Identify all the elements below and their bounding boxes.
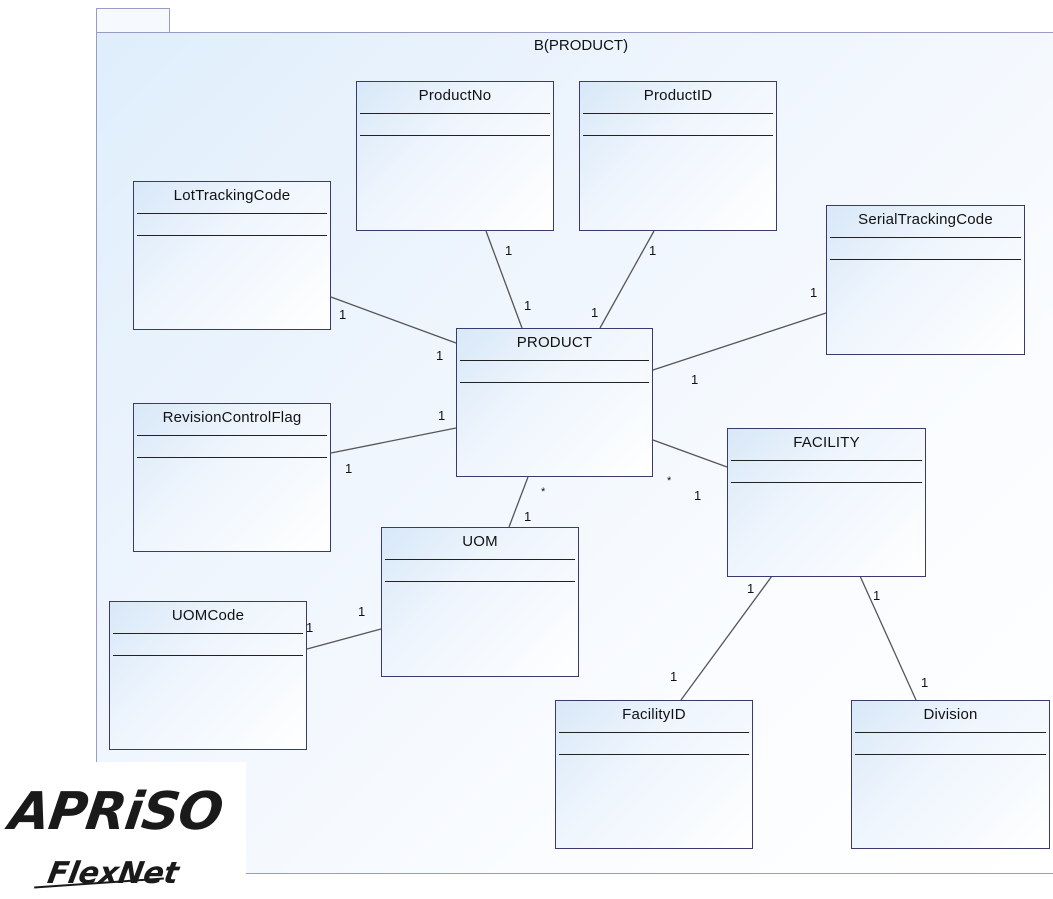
- attribute-divider: [583, 113, 773, 114]
- operation-divider: [559, 754, 749, 755]
- attribute-divider: [830, 237, 1021, 238]
- multiplicity-label: 1: [524, 298, 532, 313]
- operation-divider: [113, 655, 303, 656]
- assoc-productid-product[interactable]: [599, 230, 655, 329]
- attribute-divider: [559, 732, 749, 733]
- class-serialtrackingcode[interactable]: SerialTrackingCode: [826, 205, 1025, 355]
- package-title: B(PRODUCT): [533, 37, 629, 54]
- multiplicity-label: 1: [358, 604, 366, 619]
- assoc-product-facility[interactable]: [652, 439, 728, 468]
- class-name: PRODUCT: [516, 334, 593, 351]
- operation-divider: [460, 382, 649, 383]
- class-name: FacilityID: [622, 706, 686, 723]
- attribute-divider: [137, 435, 327, 436]
- attribute-divider: [460, 360, 649, 361]
- class-uomcode[interactable]: UOMCode: [109, 601, 307, 750]
- class-lottrackingcode[interactable]: LotTrackingCode: [133, 181, 331, 330]
- assoc-revisioncontrolflag-product[interactable]: [330, 427, 457, 454]
- multiplicity-label: 1: [306, 620, 314, 635]
- assoc-facility-facilityid[interactable]: [680, 575, 773, 701]
- class-productno[interactable]: ProductNo: [356, 81, 554, 231]
- class-name: UOM: [462, 533, 498, 550]
- multiplicity-label: 1: [873, 588, 881, 603]
- class-productid[interactable]: ProductID: [579, 81, 777, 231]
- operation-divider: [855, 754, 1046, 755]
- class-uom[interactable]: UOM: [381, 527, 579, 677]
- class-facility[interactable]: FACILITY: [727, 428, 926, 577]
- class-facilityid[interactable]: FacilityID: [555, 700, 753, 849]
- operation-divider: [731, 482, 922, 483]
- multiplicity-label: 1: [694, 488, 702, 503]
- class-name: RevisionControlFlag: [162, 409, 302, 426]
- class-name: LotTrackingCode: [173, 187, 291, 204]
- attribute-divider: [855, 732, 1046, 733]
- multiplicity-label: 1: [436, 348, 444, 363]
- class-name: ProductNo: [418, 87, 492, 104]
- assoc-lottrackingcode-product[interactable]: [330, 296, 457, 344]
- logo-background: [0, 762, 246, 899]
- multiplicity-label: 1: [810, 285, 818, 300]
- operation-divider: [137, 457, 327, 458]
- class-name: ProductID: [643, 87, 713, 104]
- multiplicity-label: 1: [438, 408, 446, 423]
- attribute-divider: [137, 213, 327, 214]
- multiplicity-label: 1: [747, 581, 755, 596]
- class-division[interactable]: Division: [851, 700, 1050, 849]
- multiplicity-label: 1: [505, 243, 513, 258]
- class-name: SerialTrackingCode: [858, 211, 993, 228]
- attribute-divider: [731, 460, 922, 461]
- multiplicity-label: 1: [591, 305, 599, 320]
- assoc-productno-product[interactable]: [485, 230, 523, 329]
- operation-divider: [360, 135, 550, 136]
- multiplicity-label: 1: [649, 243, 657, 258]
- class-product[interactable]: PRODUCT: [456, 328, 653, 477]
- assoc-uom-uomcode[interactable]: [306, 628, 382, 650]
- operation-divider: [137, 235, 327, 236]
- multiplicity-label: 1: [524, 509, 532, 524]
- assoc-product-uom[interactable]: [508, 476, 529, 528]
- multiplicity-label: 1: [921, 675, 929, 690]
- class-name: UOMCode: [171, 607, 245, 624]
- multiplicity-label: 1: [339, 307, 347, 322]
- apriso-logo: APRiSO: [5, 782, 227, 842]
- class-revisioncontrolflag[interactable]: RevisionControlFlag: [133, 403, 331, 552]
- operation-divider: [583, 135, 773, 136]
- multiplicity-label: 1: [345, 461, 353, 476]
- assoc-facility-division[interactable]: [859, 575, 917, 701]
- class-name: Division: [923, 706, 978, 723]
- operation-divider: [830, 259, 1021, 260]
- package-tab: [96, 8, 170, 32]
- multiplicity-label: 1: [691, 372, 699, 387]
- attribute-divider: [385, 559, 575, 560]
- multiplicity-label: *: [667, 475, 672, 487]
- assoc-serialtrackingcode-product[interactable]: [652, 312, 827, 371]
- attribute-divider: [113, 633, 303, 634]
- multiplicity-label: 1: [670, 669, 678, 684]
- attribute-divider: [360, 113, 550, 114]
- multiplicity-label: *: [541, 486, 546, 498]
- operation-divider: [385, 581, 575, 582]
- class-name: FACILITY: [793, 434, 860, 451]
